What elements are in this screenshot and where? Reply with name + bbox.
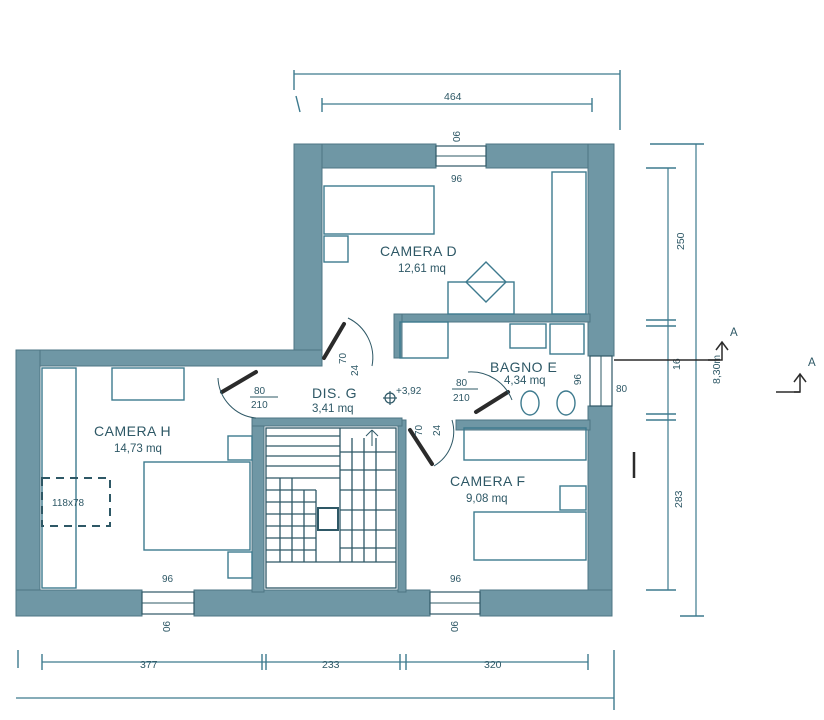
room-camera-f-area: 9,08 mq	[466, 493, 508, 505]
door-camera-d	[322, 322, 346, 360]
stairs	[265, 427, 397, 589]
room-dis-g-name: DIS. G	[312, 385, 357, 401]
dimension-lines: 464 377 233 320 250 16 283 8,30m	[16, 70, 723, 710]
windows	[141, 145, 613, 615]
door-h-width: 80	[254, 386, 266, 397]
section-mark-right: A	[808, 357, 816, 369]
door-f-label: 70	[414, 424, 425, 436]
room-camera-h-name: CAMERA H	[94, 423, 171, 439]
room-camera-d-area: 12,61 mq	[398, 263, 446, 275]
door-h-height: 210	[251, 400, 268, 411]
section-marker-right: A	[776, 357, 816, 393]
room-camera-d-name: CAMERA D	[380, 243, 457, 259]
dim-right-bottom: 283	[673, 490, 685, 508]
bagno-window-label-2: 96	[571, 374, 582, 386]
window-top-label-1: 90	[450, 131, 461, 143]
dim-bottom-mid: 233	[322, 659, 340, 671]
section-mark-left: A	[730, 327, 738, 339]
furniture	[41, 171, 587, 589]
doors	[217, 317, 513, 467]
room-dis-g-area: 3,41 mq	[312, 403, 354, 415]
window-bottom-left-label-1: 96	[162, 574, 174, 585]
dim-bottom-left: 377	[140, 659, 158, 671]
door-bagno	[474, 390, 510, 414]
section-marker-left: A	[614, 327, 738, 361]
level-label: +3,92	[396, 386, 422, 397]
dim-right-mid: 16	[671, 358, 683, 370]
dim-right-top: 250	[675, 232, 687, 250]
window-bottom-left-label-2: 90	[160, 621, 171, 633]
window-bottom-right-label-1: 96	[450, 574, 462, 585]
door-camera-f	[408, 428, 434, 466]
room-camera-h-area: 14,73 mq	[114, 443, 162, 455]
window-bottom-right-label-2: 90	[448, 621, 459, 633]
door-e-width: 80	[456, 378, 468, 389]
dim-bottom-right: 320	[484, 659, 502, 671]
dim-right-total: 8,30m	[711, 355, 723, 384]
room-camera-f-name: CAMERA F	[450, 473, 526, 489]
window-top-label-2: 96	[451, 174, 463, 185]
bagno-window-label: 80	[616, 384, 628, 395]
closet-label: 118x78	[52, 498, 85, 509]
door-e-height: 210	[453, 393, 470, 404]
door-camera-h	[220, 370, 258, 394]
door-d-label: 70	[338, 352, 349, 364]
room-bagno-e-name: BAGNO E	[490, 359, 557, 375]
dim-top-width: 464	[444, 91, 462, 103]
door-f-label-2: 24	[432, 424, 443, 436]
door-d-label-2: 24	[350, 364, 361, 376]
walls	[15, 143, 615, 617]
level-marker: +3,92	[383, 386, 422, 405]
room-bagno-e-area: 4,34 mq	[504, 375, 546, 387]
